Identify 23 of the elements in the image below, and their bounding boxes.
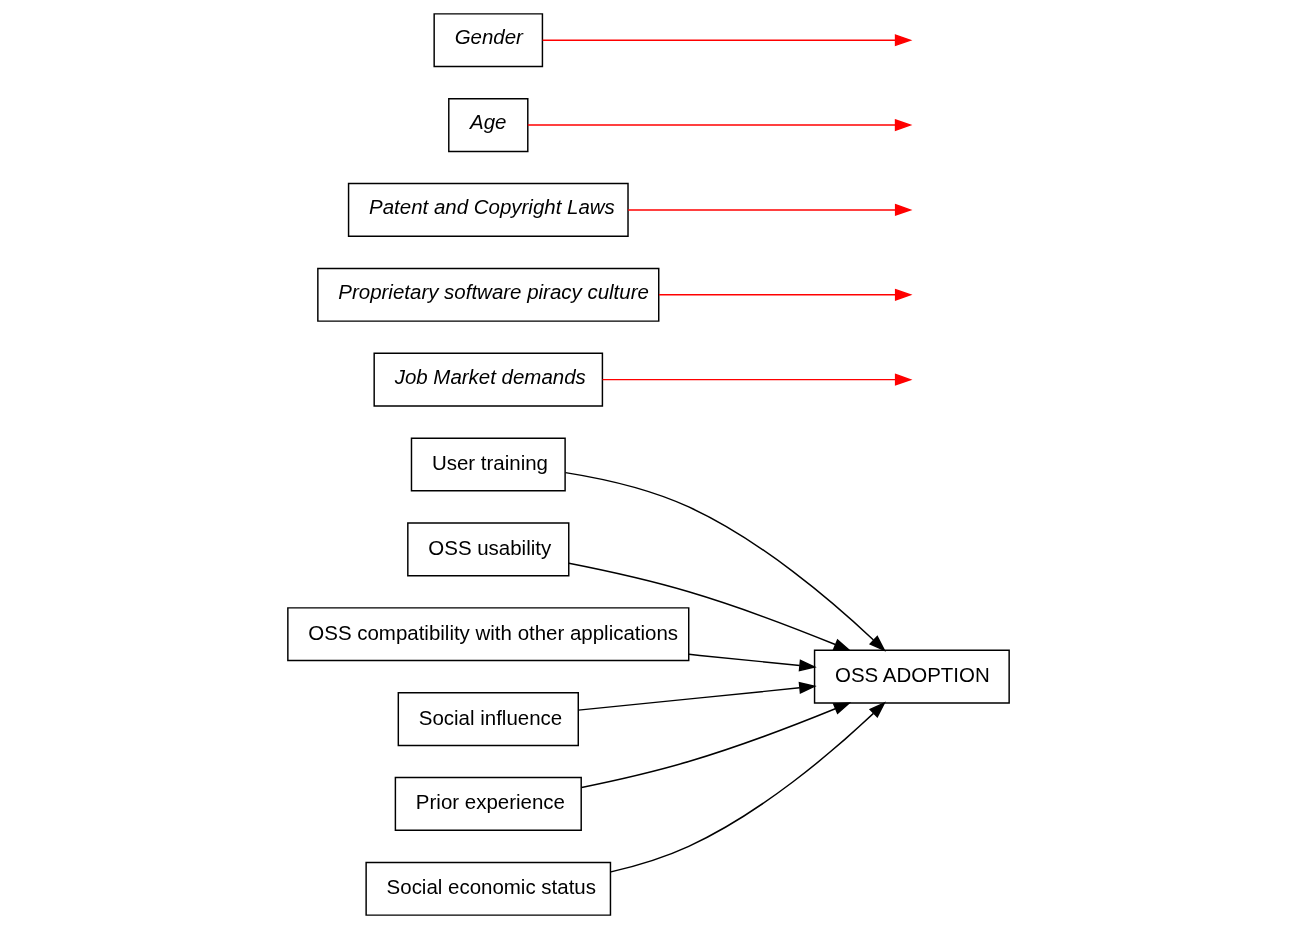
arrow xyxy=(601,373,913,386)
arrow xyxy=(658,288,913,301)
arrow xyxy=(568,562,852,652)
node-box: Social influence xyxy=(397,692,579,747)
arrow xyxy=(610,701,886,873)
node-box: Social economic status xyxy=(365,861,612,916)
node-box: Job Market demands xyxy=(373,352,604,407)
node-box: Prior experience xyxy=(394,776,582,831)
node-box: User training xyxy=(410,437,566,492)
arrow xyxy=(541,34,913,47)
node-box: Proprietary software piracy culture xyxy=(317,267,660,322)
arrow xyxy=(580,702,852,789)
arrow xyxy=(688,653,817,672)
node-box: Age xyxy=(448,98,529,153)
node-box: Patent and Copyright Laws xyxy=(347,182,629,237)
arrow xyxy=(564,471,886,652)
node-box: OSS compatibility with other applications xyxy=(287,607,690,662)
node-box: OSS ADOPTION xyxy=(813,649,1010,704)
arrow xyxy=(527,118,913,132)
node-box: OSS usability xyxy=(407,522,570,577)
arrow xyxy=(577,681,817,711)
arrow xyxy=(627,203,913,217)
node-box: Gender xyxy=(433,13,544,68)
